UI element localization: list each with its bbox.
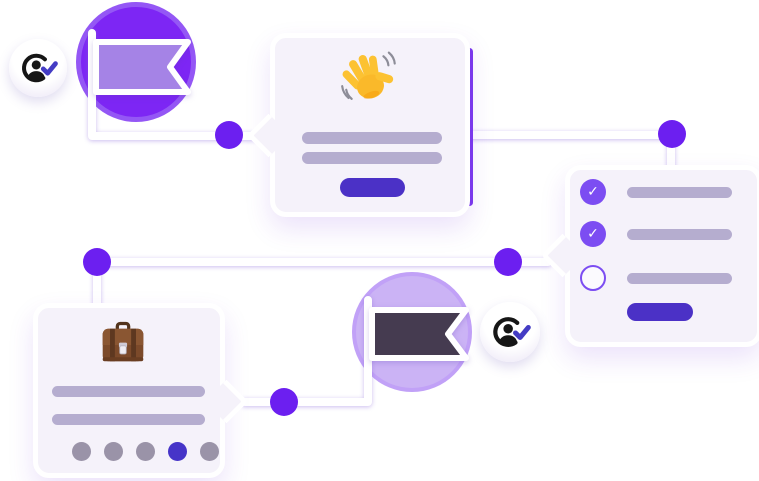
checkbox-1[interactable]: ✓ (580, 179, 606, 205)
connector-dot-3 (83, 248, 111, 276)
placeholder-bar (627, 273, 732, 284)
placeholder-bar (52, 414, 205, 425)
waving-hand-emoji (341, 51, 396, 100)
pagination-dot-3[interactable] (136, 442, 155, 461)
checklist-cta-button[interactable] (627, 303, 693, 321)
placeholder-bar (302, 132, 442, 144)
pagination-dot-2[interactable] (104, 442, 123, 461)
pagination-dot-4[interactable] (168, 442, 187, 461)
connector-line-start-to-welcome (88, 29, 262, 140)
briefcase-emoji (102, 321, 144, 362)
checklist-card: ✓ ✓ (540, 165, 759, 347)
welcome-card (246, 33, 470, 217)
placeholder-bar (627, 187, 732, 198)
user-verified-badge-bottom (480, 302, 540, 362)
checkbox-2[interactable]: ✓ (580, 221, 606, 247)
connector-dot-5 (270, 388, 298, 416)
connector-dot-4 (494, 248, 522, 276)
user-verified-badge-top (9, 39, 67, 97)
connector-line-profile-to-end (241, 296, 372, 406)
connector-dot-2 (658, 120, 686, 148)
user-check-icon (493, 317, 531, 347)
pagination-dot-1[interactable] (72, 442, 91, 461)
pagination-dots (72, 442, 219, 461)
flag-start-icon (93, 39, 191, 95)
profile-card (33, 303, 249, 478)
checkbox-3[interactable] (580, 265, 606, 291)
welcome-cta-button[interactable] (340, 178, 405, 197)
placeholder-bar (52, 386, 205, 397)
placeholder-bar (302, 152, 442, 164)
hand-shape (342, 54, 394, 99)
placeholder-bar (627, 229, 732, 240)
user-check-icon (22, 53, 58, 83)
connector-dot-1 (215, 121, 243, 149)
pagination-dot-5[interactable] (200, 442, 219, 461)
flag-end-icon (369, 307, 469, 361)
